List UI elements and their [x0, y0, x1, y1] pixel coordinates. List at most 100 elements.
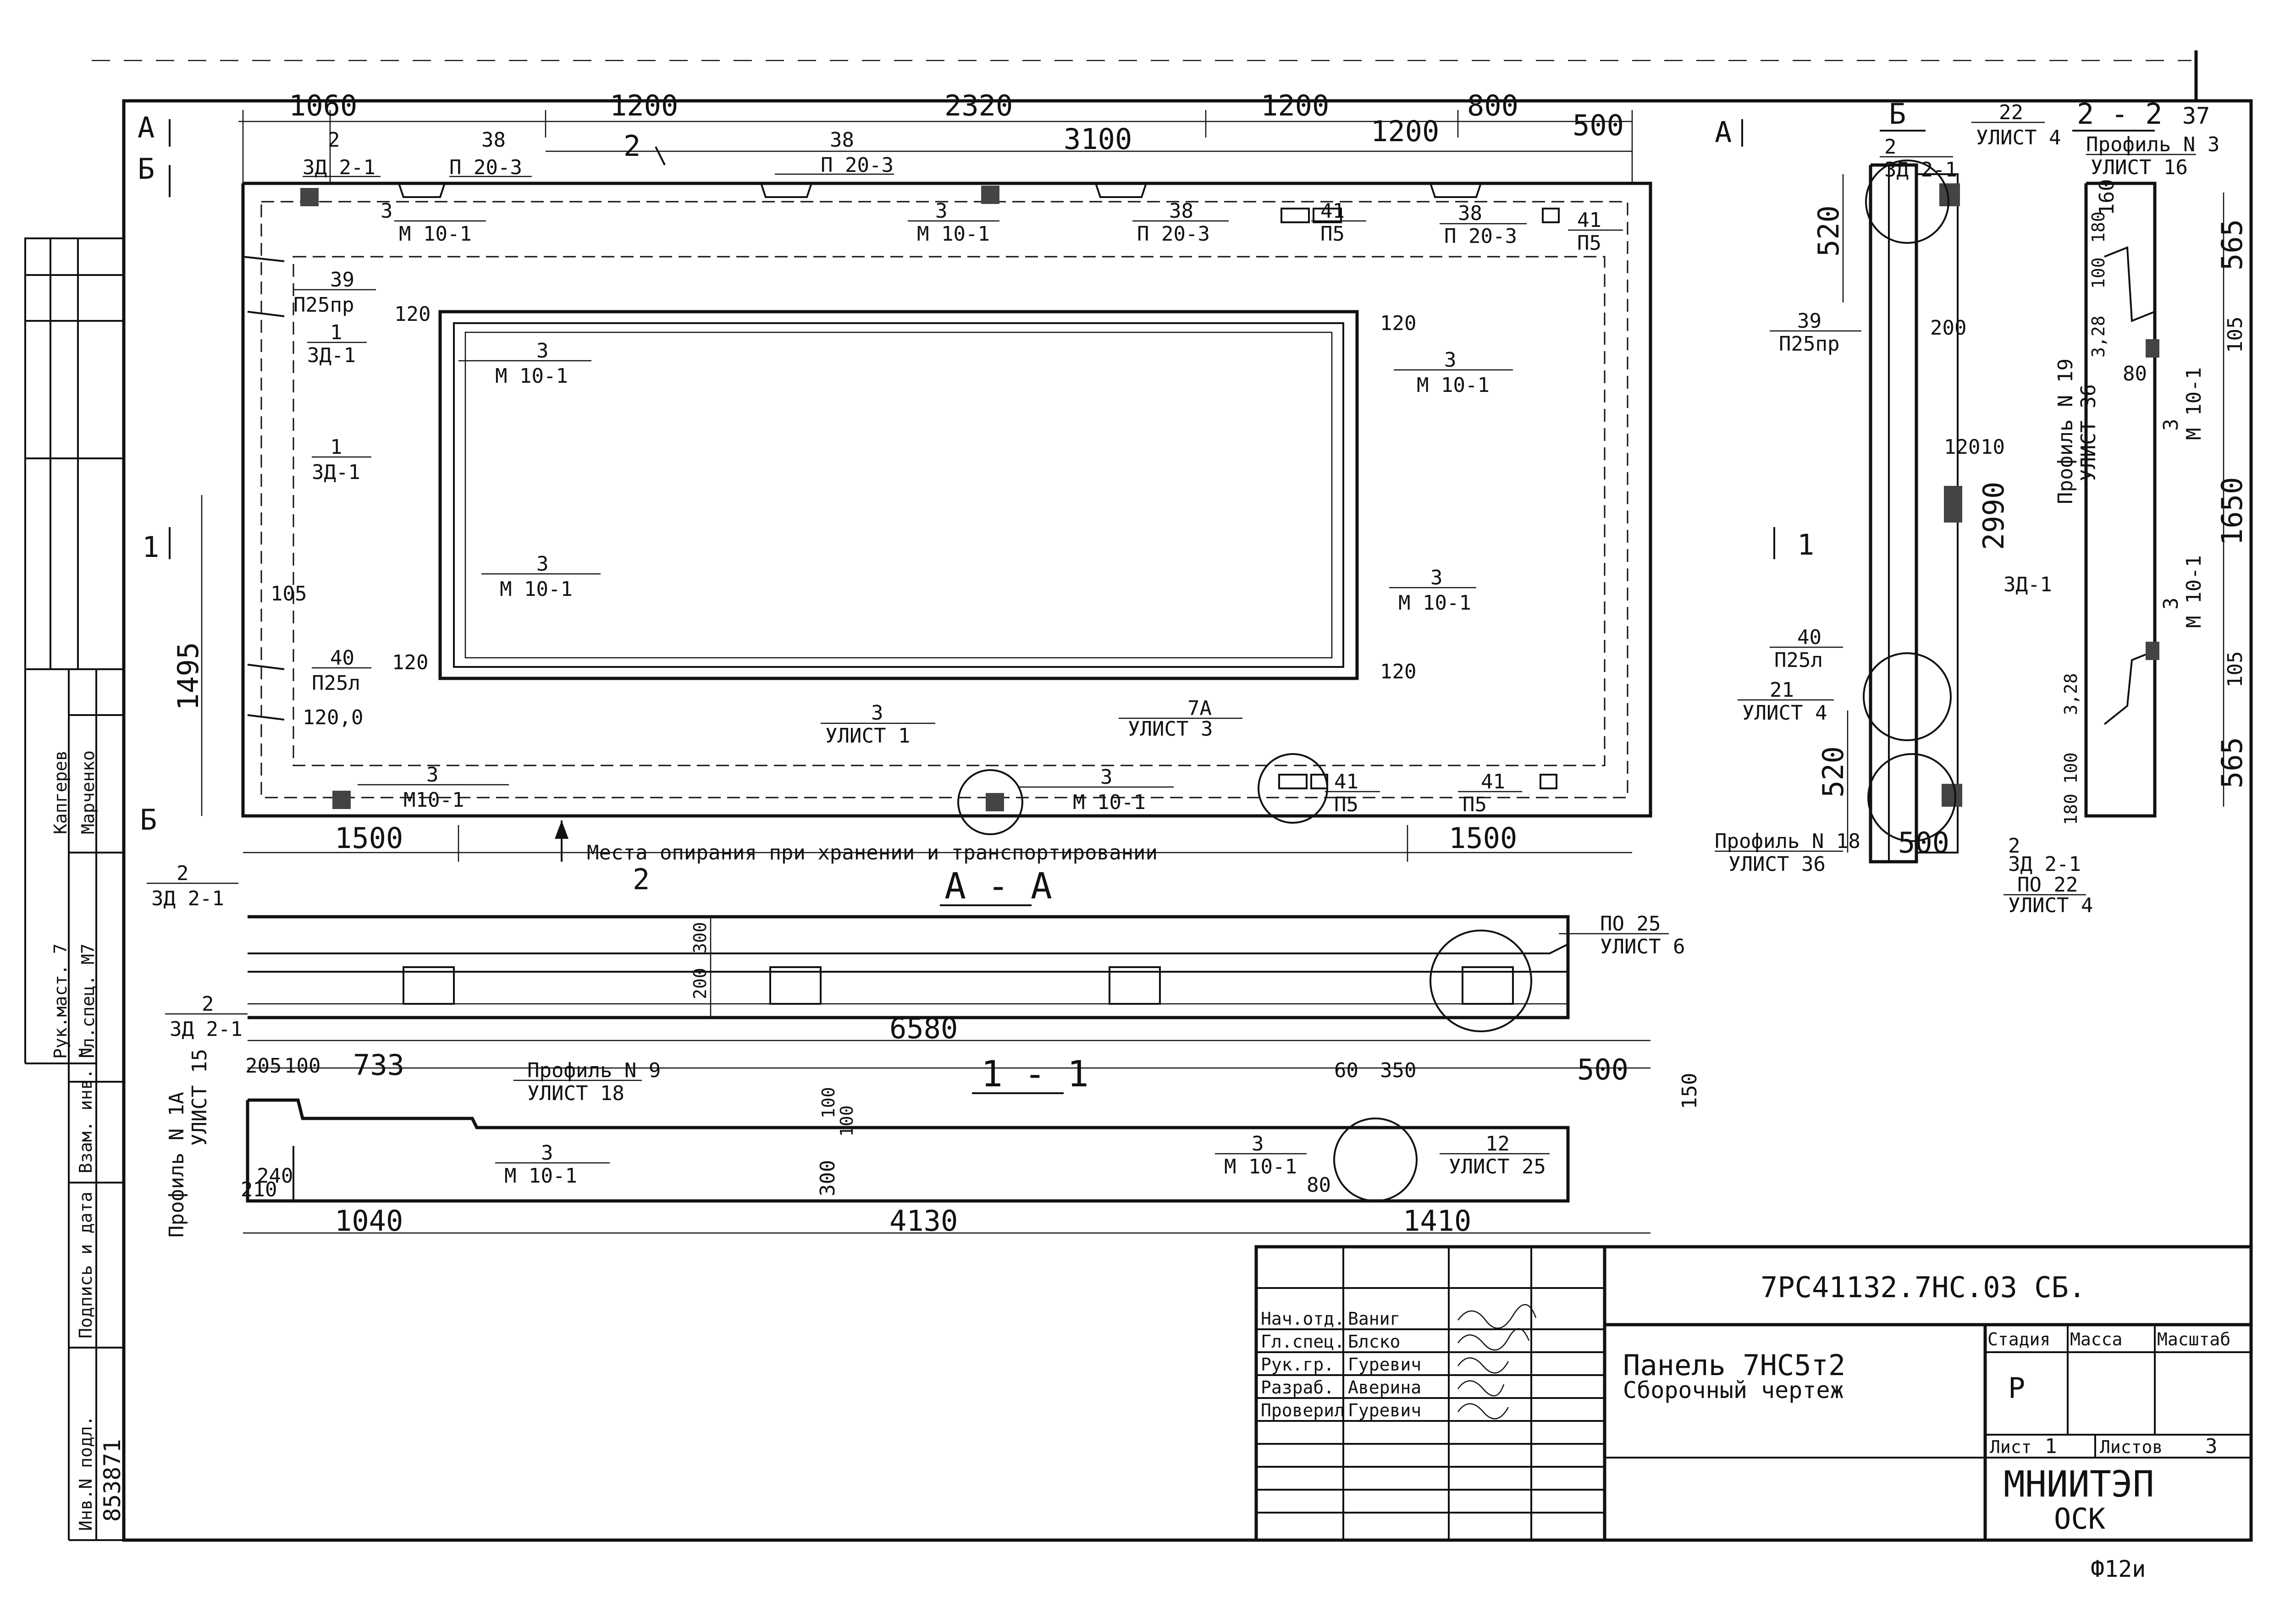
dim-11-300: 300 — [816, 1160, 839, 1196]
dim-22-180a: 180 — [2088, 211, 2108, 243]
dim-11-100: 100 — [284, 1054, 320, 1078]
left-stamp: Капгерев Марченко Рук.маст. 7 Гл.спец. М… — [24, 237, 126, 1541]
dim-b-120: 120 — [1944, 435, 1980, 459]
section-mark-b-bottom: Б — [140, 803, 157, 837]
callout-b-profile18-code: УЛИСТ 36 — [1728, 853, 1826, 876]
callout-22-m10b-code: М 10-1 — [2182, 555, 2206, 628]
svg-text:ЗД 2-1: ЗД 2-1 — [170, 1018, 243, 1041]
svg-text:1: 1 — [330, 321, 342, 344]
dim-22-160: 160 — [2095, 179, 2119, 215]
callout-p25l: 40 П25л — [312, 646, 371, 695]
signature-1 — [1457, 1304, 1537, 1329]
sheet-number: 37 — [2182, 103, 2210, 129]
callout-zd1-top: 1 ЗД-1 — [307, 321, 367, 367]
dim-22-80: 80 — [2123, 362, 2147, 385]
svg-text:М 10-1: М 10-1 — [399, 222, 472, 246]
svg-text:П25л: П25л — [312, 672, 360, 695]
dim-window-2: 120 — [1380, 312, 1416, 335]
callout-22-m10a-code: М 10-1 — [2182, 367, 2206, 440]
callout-m10-window-bl: 3 М 10-1 — [481, 552, 601, 601]
callout-11-list25-code: УЛИСТ 25 — [1449, 1155, 1546, 1178]
svg-text:П 20-3: П 20-3 — [821, 154, 894, 177]
dim-22-1650: 1650 — [2215, 477, 2249, 545]
dim-inner-1: 3100 — [1064, 122, 1132, 156]
svg-text:2: 2 — [202, 992, 214, 1016]
callout-b-22-num: 22 — [1999, 101, 2023, 124]
section-11: 1 - 1 205 100 733 60 350 500 150 1040 41… — [165, 1048, 1701, 1238]
callout-b-zd21-num: 2 — [1884, 135, 1897, 159]
dim-11-4130: 4130 — [889, 1204, 958, 1238]
org-sub: ОСК — [2054, 1502, 2106, 1536]
dim-11-240: 240 — [257, 1164, 293, 1188]
sheet-label: Лист — [1990, 1437, 2032, 1457]
dim-22-100b: 100 — [2061, 752, 2081, 784]
svg-text:П5: П5 — [1463, 793, 1487, 816]
dim-22-180b: 180 — [2061, 793, 2081, 825]
svg-text:38: 38 — [1458, 202, 1482, 225]
dim-11-100a: 100 — [818, 1087, 839, 1118]
stage-value: Р — [2008, 1371, 2025, 1405]
view-22-title: 2 - 2 — [2077, 97, 2163, 131]
callout-b-40-code: П25л — [1774, 649, 1823, 672]
stamp-role-2: Гл.спец. М7 — [78, 943, 98, 1059]
role-1: Нач.отд. — [1261, 1309, 1345, 1329]
view-b-title: Б — [1889, 97, 1906, 131]
callout-b-po22-num: ПО 22 — [2017, 873, 2078, 897]
callout-top-5: 38 П 20-3 — [1440, 202, 1527, 248]
svg-text:3: 3 — [536, 552, 549, 576]
callout-b-40-num: 40 — [1797, 626, 1821, 649]
section-mark-1-right: 1 — [1797, 528, 1814, 562]
section-11-title: 1 - 1 — [981, 1054, 1089, 1095]
svg-text:3: 3 — [426, 763, 439, 787]
section-aa: А - А 300 200 6580 ПО 25 УЛИСТ 6 — [248, 866, 1685, 1045]
dim-top-1: 1060 — [289, 89, 357, 122]
signature-2 — [1457, 1328, 1530, 1351]
dim-22-105-top: 105 — [2224, 317, 2247, 353]
dim-11-150: 150 — [1678, 1073, 1701, 1109]
callout-11-list25-num: 12 — [1485, 1132, 1510, 1156]
dim-b-10: 10 — [1981, 435, 2005, 459]
svg-text:П25пр: П25пр — [293, 293, 354, 317]
section-mark-2-top: 2 — [624, 129, 640, 163]
name-3: Гуревич — [1348, 1354, 1421, 1375]
callout-b-2990: 2990 — [1977, 482, 2010, 550]
svg-text:М 10-1: М 10-1 — [1398, 591, 1471, 615]
dim-120-0: 120,0 — [303, 706, 363, 729]
dim-11-733: 733 — [353, 1048, 404, 1082]
dim-b-200: 200 — [1930, 316, 1966, 340]
title-block: 7РС41132.7НС.03 СБ. Панель 7НС5т2 Сбороч… — [1254, 1245, 2253, 1542]
callout-zd1-mid: 1 ЗД-1 — [312, 435, 371, 484]
dim-aa-200: 200 — [690, 968, 710, 999]
section-mark-a-left: А — [138, 111, 155, 144]
svg-text:П 20-3: П 20-3 — [449, 156, 522, 179]
svg-text:М 10-1: М 10-1 — [495, 364, 568, 388]
dim-top-4: 1200 — [1261, 89, 1329, 122]
callout-22-m10a-num: 3 — [2159, 419, 2183, 431]
callout-m10-bottom: 3 М 10-1 — [1018, 765, 1174, 814]
name-4: Аверина — [1348, 1377, 1421, 1398]
title-line-1: Панель 7НС5т2 — [1623, 1349, 1845, 1382]
svg-text:3: 3 — [935, 199, 948, 223]
dim-b-520-bottom: 520 — [1816, 746, 1850, 798]
callout-b-22-code: УЛИСТ 4 — [1976, 126, 2061, 149]
name-2: Блско — [1348, 1332, 1400, 1352]
org-name: МНИИТЭП — [2004, 1464, 2154, 1505]
callout-p5-bottom-2: 41 П5 — [1458, 770, 1522, 816]
svg-text:38: 38 — [830, 128, 854, 152]
svg-text:39: 39 — [330, 268, 354, 292]
callout-22-profile3-num: Профиль N 3 — [2086, 133, 2219, 156]
svg-text:М 10-1: М 10-1 — [500, 578, 573, 601]
mass-label: Масса — [2070, 1329, 2122, 1349]
role-5: Проверил — [1261, 1400, 1345, 1420]
signature-4 — [1457, 1380, 1505, 1397]
callout-11-profile9-num: Профиль N 9 — [527, 1059, 661, 1082]
svg-text:М 10-1: М 10-1 — [917, 222, 990, 246]
dim-11-500: 500 — [1577, 1053, 1628, 1086]
sheet-frame — [122, 99, 2253, 1542]
dim-b-500: 500 — [1898, 826, 1949, 859]
callout-11-m10b-code: М 10-1 — [1224, 1155, 1297, 1178]
callout-aa-num: ПО 25 — [1600, 912, 1661, 936]
section-mark-a-right: А — [1715, 116, 1732, 149]
svg-text:3: 3 — [1430, 566, 1443, 589]
callout-top-1: 2 ЗД 2-1 — [303, 128, 381, 179]
